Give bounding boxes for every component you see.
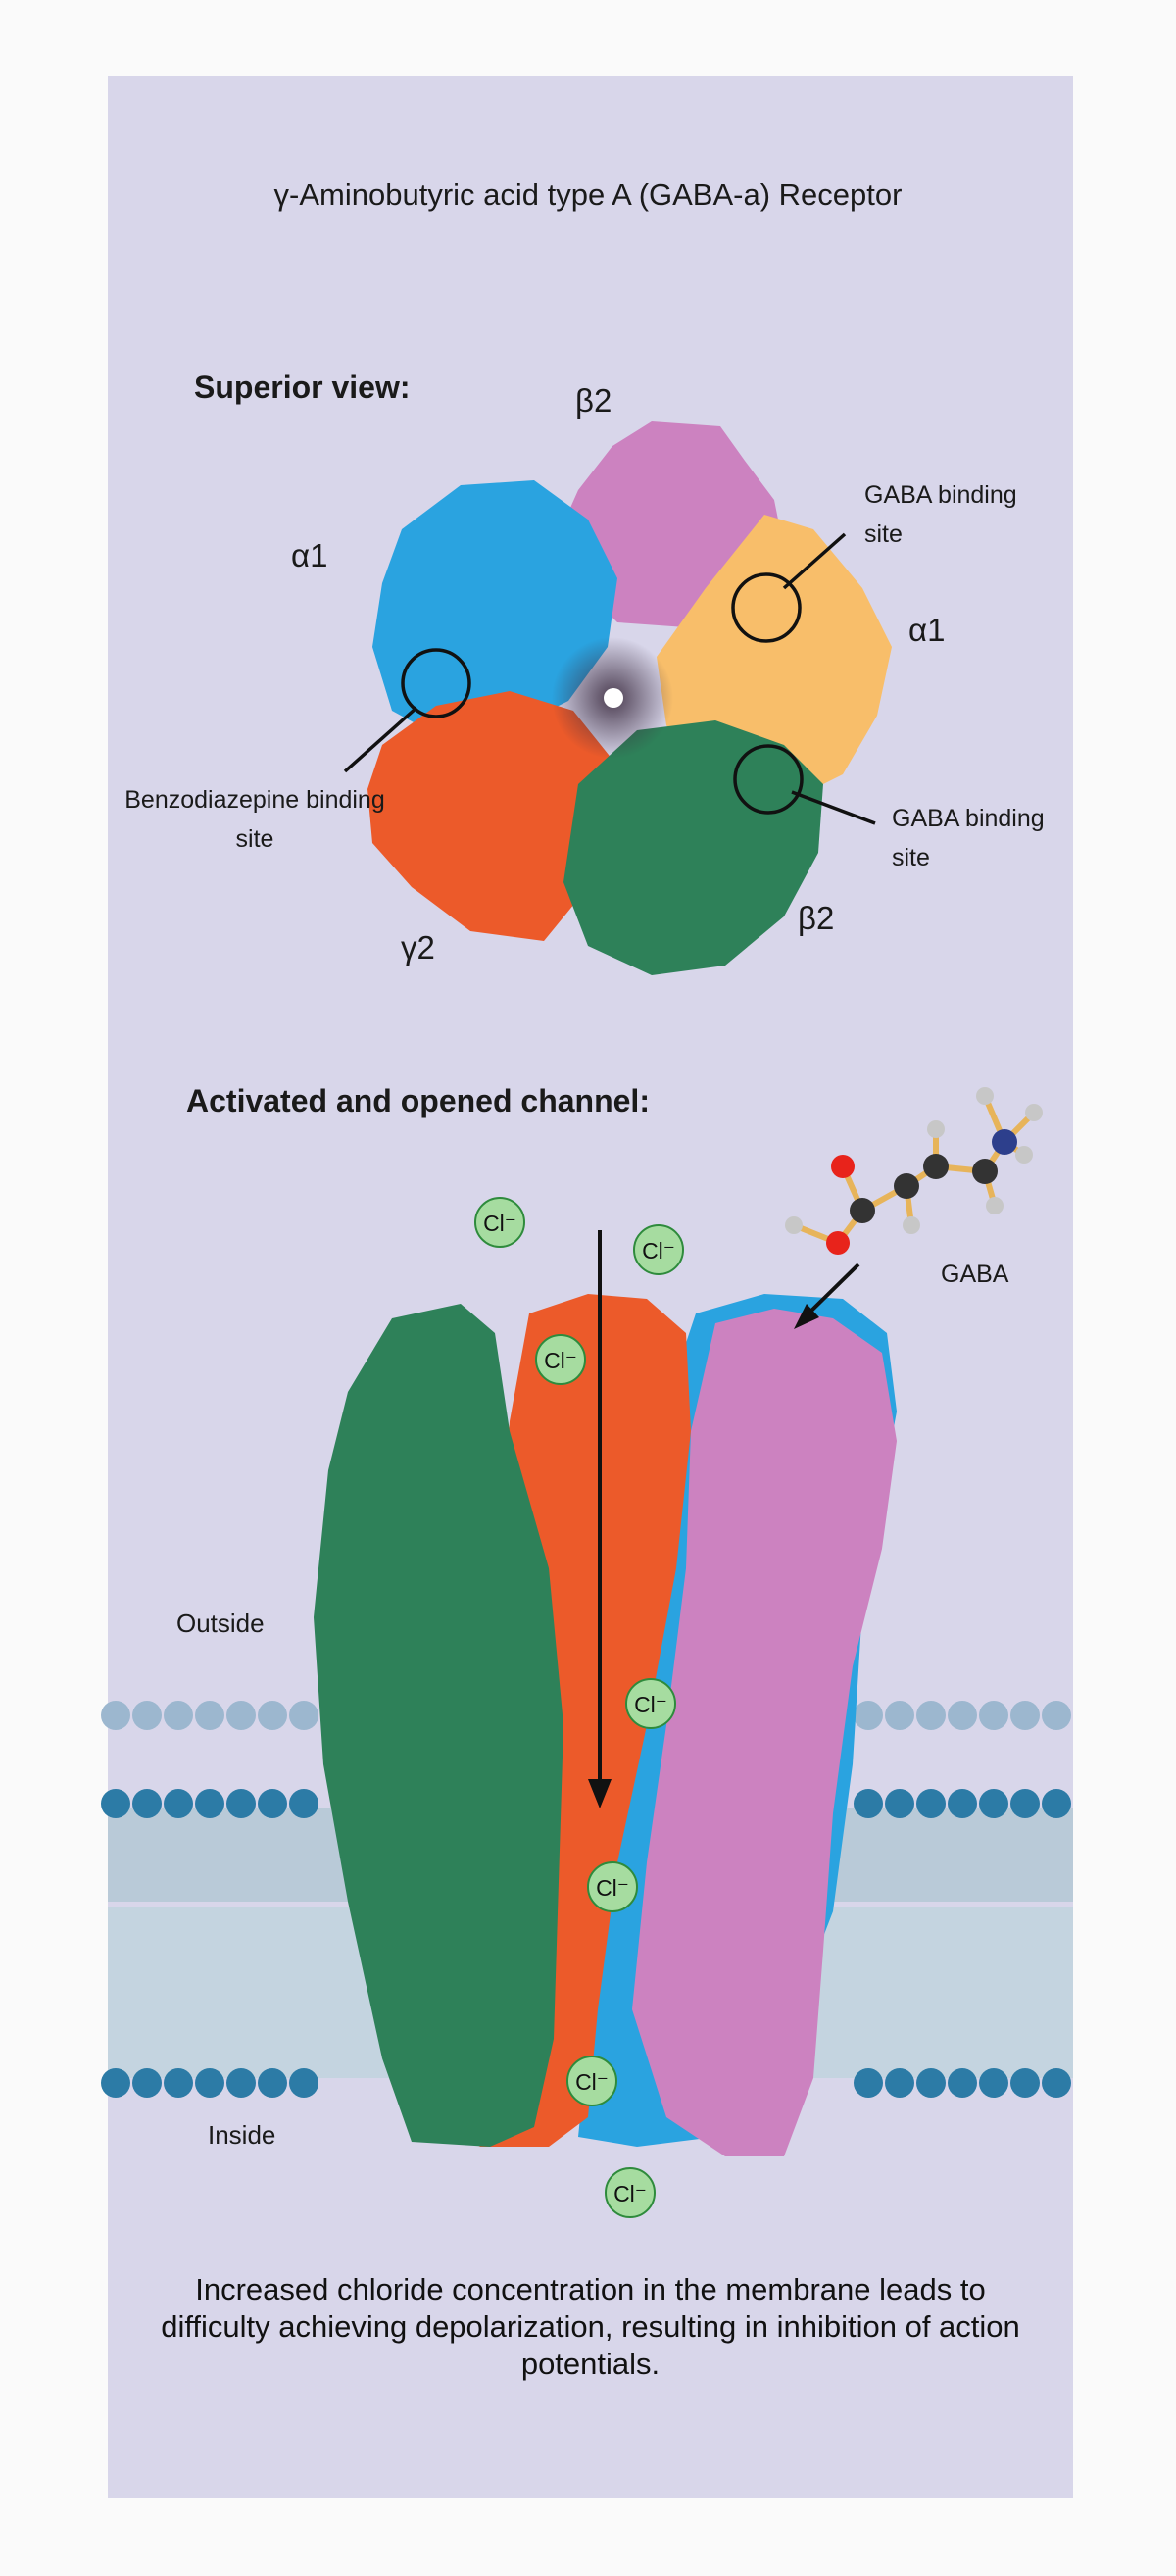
lipid-head	[1010, 1701, 1040, 1730]
lipid-head	[1042, 1789, 1071, 1818]
gaba-molecule	[785, 1087, 1043, 1255]
gaba-site-circle-1	[731, 572, 802, 643]
lipid-head	[258, 1789, 287, 1818]
subunit-alpha1-left	[372, 480, 617, 740]
chloride-flow-arrowhead	[588, 1779, 612, 1808]
gaba-site-label-1: GABA binding site	[864, 481, 1017, 548]
lipid-head	[948, 2068, 977, 2098]
channel-heading: Activated and opened channel:	[186, 1083, 650, 1118]
lipid-heads-outer-light	[101, 1701, 1071, 1730]
lipid-head	[289, 2068, 318, 2098]
label-alpha1-right: α1	[908, 612, 946, 648]
lipid-head	[948, 1789, 977, 1818]
lipid-head	[979, 1701, 1008, 1730]
gaba-site-leader-2	[791, 790, 876, 825]
lipid-head	[1010, 2068, 1040, 2098]
pore-opening	[604, 688, 623, 708]
label-beta2-top: β2	[575, 382, 612, 419]
lipid-head	[1010, 1789, 1040, 1818]
channel-side-view	[314, 1294, 897, 2156]
lipid-head	[101, 1701, 130, 1730]
lipid-head	[226, 1701, 256, 1730]
chloride-ion: Cl⁻	[535, 1334, 586, 1385]
lipid-head	[258, 1701, 287, 1730]
lipid-head	[101, 1789, 130, 1818]
lipid-head	[289, 1789, 318, 1818]
lipid-head	[916, 2068, 946, 2098]
superior-view-heading: Superior view:	[194, 370, 411, 405]
lipid-heads-inner	[101, 2068, 1071, 2098]
lipid-head	[854, 1789, 883, 1818]
subunit-beta2-bottom	[564, 720, 823, 975]
gaba-site-leader-1	[782, 532, 847, 590]
chloride-ion-label: Cl⁻	[642, 1238, 675, 1263]
lipid-head	[164, 2068, 193, 2098]
chloride-ion: Cl⁻	[605, 2167, 656, 2218]
lipid-head	[885, 2068, 914, 2098]
gaba-arrow-shaft	[807, 1263, 860, 1315]
lipid-head	[258, 2068, 287, 2098]
lipid-head	[289, 1701, 318, 1730]
lipid-head	[195, 2068, 224, 2098]
lipid-head	[226, 2068, 256, 2098]
lipid-head	[195, 1789, 224, 1818]
lipid-head	[1042, 2068, 1071, 2098]
benzo-site-circle	[401, 648, 471, 718]
subunit-gamma2	[368, 691, 612, 941]
chloride-ion: Cl⁻	[625, 1678, 676, 1729]
lipid-head	[854, 1701, 883, 1730]
lipid-head	[132, 1701, 162, 1730]
inside-label: Inside	[208, 2120, 276, 2150]
lipid-head	[164, 1701, 193, 1730]
lipid-head	[885, 1789, 914, 1818]
figure-title: γ-Aminobutyric acid type A (GABA-a) Rece…	[273, 177, 903, 212]
benzo-site-leader	[343, 706, 418, 773]
caption: Increased chloride concentration in the …	[161, 2272, 1020, 2381]
lipid-head	[164, 1789, 193, 1818]
superior-view-receptor	[368, 421, 892, 975]
chloride-ion-label: Cl⁻	[575, 2069, 609, 2095]
gaba-label: GABA	[941, 1261, 1009, 1288]
label-beta2-bottom: β2	[798, 900, 835, 936]
outside-label: Outside	[176, 1609, 265, 1638]
chloride-ion: Cl⁻	[474, 1197, 525, 1248]
lipid-head	[979, 1789, 1008, 1818]
channel-subunit-green	[314, 1304, 564, 2147]
lipid-head	[1042, 1701, 1071, 1730]
lipid-head	[979, 2068, 1008, 2098]
gaba-site-circle-2	[733, 744, 804, 815]
chloride-ion: Cl⁻	[566, 2056, 617, 2106]
lipid-heads-outer	[101, 1789, 1071, 1818]
chloride-ion-label: Cl⁻	[613, 2181, 647, 2206]
chloride-ion: Cl⁻	[587, 1861, 638, 1912]
chloride-ion-label: Cl⁻	[634, 1692, 667, 1717]
chloride-ion: Cl⁻	[633, 1224, 684, 1275]
label-gamma2: γ2	[401, 929, 435, 966]
chloride-ion-label: Cl⁻	[596, 1875, 629, 1901]
lipid-head	[226, 1789, 256, 1818]
lipid-head	[195, 1701, 224, 1730]
label-alpha1-left: α1	[291, 537, 328, 573]
chloride-ion-label: Cl⁻	[483, 1211, 516, 1236]
lipid-head	[101, 2068, 130, 2098]
benzo-site-label: Benzodiazepine binding site	[124, 786, 385, 853]
lipid-head	[132, 1789, 162, 1818]
lipid-head	[132, 2068, 162, 2098]
lipid-head	[916, 1701, 946, 1730]
gaba-arrowhead	[794, 1304, 819, 1329]
lipid-head	[916, 1789, 946, 1818]
channel-subunit-pink	[632, 1309, 897, 2156]
gaba-site-label-2: GABA binding site	[892, 805, 1045, 871]
lipid-head	[854, 2068, 883, 2098]
lipid-head	[948, 1701, 977, 1730]
chloride-ion-label: Cl⁻	[544, 1348, 577, 1373]
chloride-ions: Cl⁻ Cl⁻ Cl⁻ Cl⁻ Cl⁻ Cl⁻ Cl⁻	[474, 1197, 684, 2218]
lipid-head	[885, 1701, 914, 1730]
